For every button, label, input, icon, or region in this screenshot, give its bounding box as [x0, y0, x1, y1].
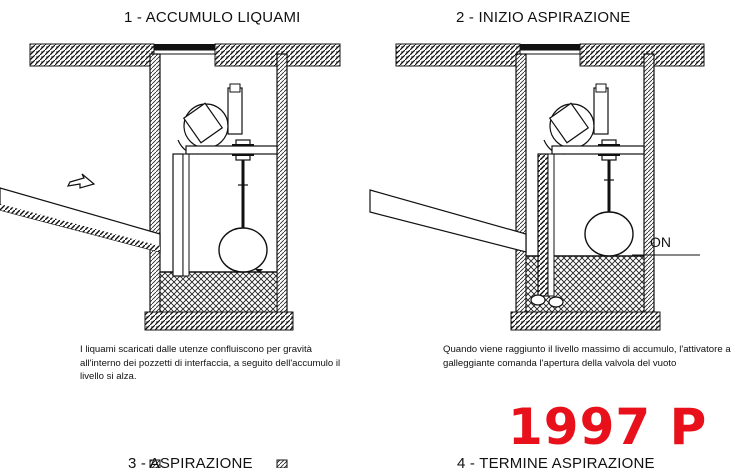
chamber-wall-left: [515, 53, 527, 317]
vacuum-valve: [177, 83, 254, 161]
panel-1-caption: I liquami scaricati dalle utenze conflui…: [80, 344, 341, 382]
chamber-wall-right: [276, 53, 288, 317]
manhole-lid: [520, 44, 580, 50]
surface-slab: [395, 43, 521, 67]
panel-2-drawing: [369, 43, 705, 331]
collector-pipe: [551, 145, 645, 155]
inflow-arrow: [66, 173, 96, 189]
sewage-level: [159, 271, 278, 313]
panel-3-4-top-edge: [149, 459, 288, 468]
panel-2-caption: Quando viene raggiunto il livello massim…: [443, 344, 731, 369]
collector-pipe: [185, 145, 278, 155]
year-stamp: 1997 P: [508, 398, 708, 456]
inlet-pipe: [369, 189, 527, 253]
surface-slab: [579, 43, 705, 67]
surface-slab: [29, 43, 155, 67]
panel-2-title: 2 - INIZIO ASPIRAZIONE: [456, 9, 631, 26]
panel-1-title: 1 - ACCUMULO LIQUAMI: [124, 9, 301, 26]
panel-4-title: 4 - TERMINE ASPIRAZIONE: [457, 455, 655, 472]
suction-pipe: [537, 153, 549, 297]
float-on-label: ON: [650, 234, 671, 250]
base-slab: [510, 311, 661, 331]
panel-3-title: 3 - ASPIRAZIONE: [128, 455, 253, 472]
panel-1-drawing: [0, 43, 341, 331]
float-ball: [218, 227, 268, 273]
float-ball: [584, 211, 634, 257]
vacuum-valve: [543, 83, 620, 161]
chamber-wall-left: [149, 53, 161, 317]
suction-pipe: [172, 153, 184, 277]
manhole-lid: [154, 44, 215, 50]
chamber-wall-right: [643, 53, 655, 317]
base-slab: [144, 311, 294, 331]
